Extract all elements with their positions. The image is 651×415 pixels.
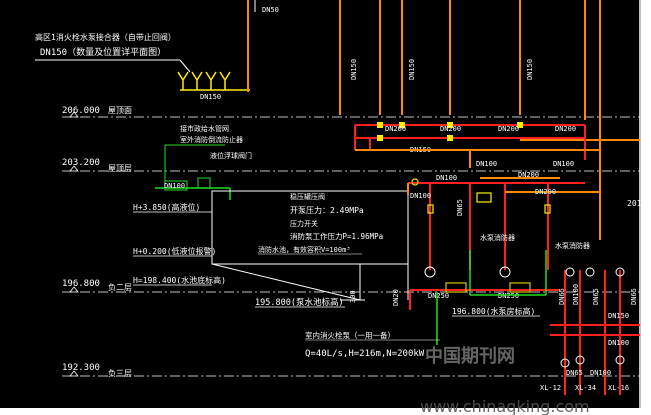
pipe-label-dn200: DN200: [440, 125, 461, 133]
stable-title: 稳压罐压阀: [290, 192, 325, 201]
pipe-label-dn100: DN100: [410, 192, 431, 200]
pipe-label-dn100: DN100: [476, 160, 497, 168]
height-high-level: H+3.850(高液位): [133, 202, 200, 212]
svg-text:负二层: 负二层: [108, 282, 132, 292]
stable-pressure-3: 消防泵工作压力P=1.96MPa: [290, 231, 383, 241]
top-connector-note: 高区1消火栓水泵接合器（自带止回阀）: [35, 32, 176, 42]
elevation-206: 206.000 屋顶面: [62, 106, 640, 118]
valve-markers: [377, 122, 523, 141]
pipe-label-dn100: DN100: [590, 369, 611, 377]
fire-pump-1: [424, 266, 467, 293]
elevation-196: 196.800 负二层: [62, 279, 640, 293]
hydrant-pump-title: 室内消火栓泵（一用一备）: [305, 330, 395, 340]
pipe-label-dn150-v1: DN150: [350, 59, 358, 80]
pipe-label-dn150: DN150: [200, 93, 221, 101]
pipe-label-dn250: DN250: [498, 292, 519, 300]
pipe-label-dn20: DN20: [392, 289, 400, 306]
pipe-label-dn65: DN65: [456, 199, 464, 216]
svg-text:196.800: 196.800: [62, 279, 100, 289]
tank-hint-2: 室外消防倒流防止器: [180, 135, 243, 144]
pipe-label-dn200: DN200: [518, 171, 539, 179]
pipe-label-dn100: DN100: [553, 160, 574, 168]
drawing-background: [0, 0, 641, 408]
pipe-label-dn200: DN200: [385, 125, 406, 133]
height-low-level: H+0.200(低液位报警): [133, 246, 216, 256]
valve-hint: 液位浮球阀门: [210, 151, 252, 160]
svg-text:192.300: 192.300: [62, 363, 100, 373]
tank-hint-1: 接市政给水管网: [180, 124, 229, 133]
watermark-cn: 中国期刊网: [425, 345, 515, 367]
pipe-label-dn65: DN65: [630, 288, 638, 305]
pipe-label-dn150-v3: DN150: [526, 59, 534, 80]
stable-pressure-2: 压力开关: [290, 219, 318, 228]
pool-bottom-elevation: 195.800(泵水池标高): [255, 297, 344, 308]
pump-base-elevation: 196.800(水泵房标高): [452, 306, 535, 316]
pipe-label-dn150-v2: DN150: [408, 59, 416, 80]
inlet-valve: [164, 180, 188, 191]
watermark-url: www.chinaqking.com: [420, 397, 590, 415]
riser-tag: XL-12: [540, 384, 561, 392]
hydrant-risers: [550, 270, 640, 395]
pipe-label-dn200: DN200: [535, 188, 556, 196]
stable-pressure-1: 开泵压力：2.49MPa: [290, 205, 364, 215]
pump-room-pipes: [408, 182, 585, 310]
fire-pump-2: [499, 266, 531, 293]
pipe-label-dn100: DN100: [572, 284, 580, 305]
pipe-label-dn150: DN150: [608, 312, 629, 320]
tank-bottom-slope: [211, 263, 361, 301]
svg-text:203.200: 203.200: [62, 158, 100, 168]
pipe-label-dn100: DN100: [436, 174, 457, 182]
pipe-label-dn100: DN100: [608, 339, 629, 347]
elevation-192: 192.300 负三层: [62, 363, 640, 378]
pump-label-2: 水泵消防器: [555, 241, 590, 250]
riser-tag: XL-34: [575, 384, 596, 392]
orange-supply-pipes: [339, 0, 640, 240]
pipe-label-dn200: DN200: [498, 125, 519, 133]
red-loop-pipes: [354, 124, 586, 160]
svg-text:负三层: 负三层: [108, 368, 132, 378]
pipe-label-201: 201: [627, 199, 642, 208]
pipe-label-dn65: DN65: [592, 288, 600, 305]
pump-label-1: 水泵消防器: [480, 233, 515, 242]
height-tank-bottom: H=198.400(水池底标高): [133, 275, 226, 285]
leader-line: [179, 59, 191, 73]
riser-tag: XL-16: [608, 384, 629, 392]
top-connector-size: DN150（数量及位置详平面图）: [40, 46, 166, 58]
sump-depth-label: 300: [349, 290, 357, 303]
pipe-label-dn50: DN50: [262, 6, 279, 14]
pipe-label-dn65: DN65: [566, 369, 583, 377]
pipe-label-dn100: DN100: [164, 182, 185, 190]
elevation-203: 203.200 屋顶层: [62, 158, 640, 173]
svg-text:屋顶层: 屋顶层: [108, 164, 132, 173]
pipe-label-dn250: DN250: [428, 292, 449, 300]
stable-pressure-4: 消防水池，有效容积V=100m³: [258, 245, 351, 254]
pump-return-pipes: [436, 250, 547, 345]
pipe-label-dn65: DN65: [558, 288, 566, 305]
hydrant-pump-spec: Q=40L/s,H=216m,N=200kW: [305, 349, 425, 359]
riser-hydrants: [560, 267, 625, 368]
svg-text:206.000: 206.000: [62, 106, 100, 116]
svg-text:屋顶面: 屋顶面: [108, 106, 132, 115]
float-valve: [197, 177, 211, 189]
pump-adapter-symbols: [177, 71, 250, 91]
pipe-label-dn200: DN200: [555, 125, 576, 133]
pump-room-valves: [411, 178, 551, 214]
